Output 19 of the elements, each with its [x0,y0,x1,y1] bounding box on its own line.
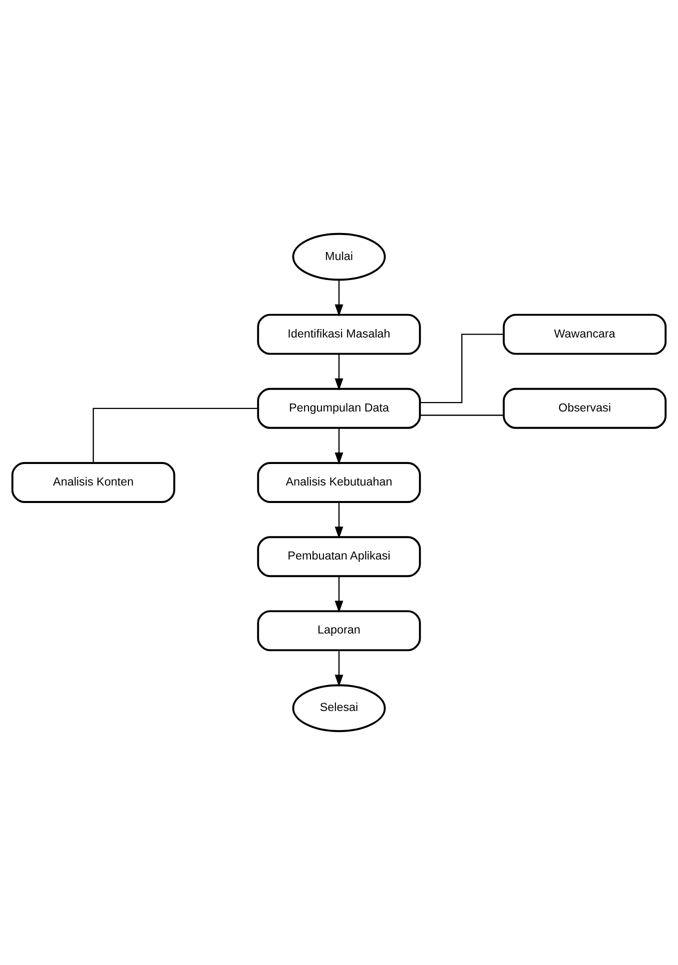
connector [92,408,258,463]
node-box: Analisis Konten [11,462,176,503]
arrow [334,354,344,391]
node-box: Analisis Kebutuahan [257,462,421,503]
node-ellipse: Mulai [292,232,386,281]
arrow [334,502,344,539]
arrow [334,280,344,317]
node-box: Observasi [502,388,667,429]
node-box: Identifikasi Masalah [257,314,421,355]
node-box: Pembuatan Aplikasi [257,536,421,578]
connector [420,414,504,416]
node-box: Pengumpulan Data [257,388,421,429]
arrow [334,576,344,613]
arrow [334,428,344,465]
node-ellipse: Selesai [292,684,386,732]
node-box: Wawancara [502,314,667,355]
node-box: Laporan [257,610,421,652]
arrow [334,650,344,687]
connector [420,334,504,404]
